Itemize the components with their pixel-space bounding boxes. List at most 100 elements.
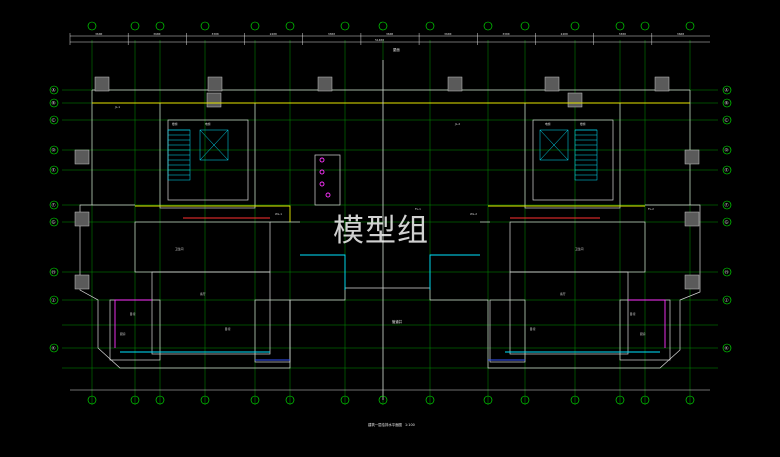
dim-text: 3600	[153, 32, 160, 36]
elevator-shaft	[539, 129, 569, 161]
column	[94, 76, 110, 92]
axis-bubble-top	[200, 21, 210, 31]
column	[74, 149, 90, 165]
axis-bubble-bottom	[378, 395, 388, 405]
labels: 卫生间厨房客厅卧室卧室卫生间厨房客厅卧室卧室电梯楼梯电梯楼梯JL-1WL-1FL…	[114, 105, 654, 336]
axis-bubble-bottom	[130, 395, 140, 405]
axis-bubble-left-label: Ⓕ	[52, 201, 56, 207]
axis-bubble-right	[722, 98, 732, 108]
dim-text: 3300	[211, 32, 218, 36]
axis-bubble-bottom	[425, 395, 435, 405]
scale-note: 1:100	[405, 423, 415, 427]
column	[447, 76, 463, 92]
total-dim-text: 51400	[375, 38, 384, 42]
axis-bubble-top	[285, 21, 295, 31]
axis-bubble-left	[49, 217, 59, 227]
axis-bubble-bottom	[250, 395, 260, 405]
elevator-diagonal	[539, 129, 569, 161]
column	[317, 76, 333, 92]
column	[74, 274, 90, 290]
axis-bubble-left-label: Ⓑ	[52, 99, 56, 105]
pipe-label: FL-1	[415, 207, 421, 211]
room-label: 客厅	[560, 292, 566, 296]
axis-bubble-bottom	[87, 395, 97, 405]
axis-bubble-right	[722, 115, 732, 125]
axis-bubble-left-label: Ⓙ	[52, 296, 56, 302]
room-label: 卧室	[530, 327, 536, 331]
axis-bubble-left-label: Ⓚ	[52, 344, 56, 350]
axis-bubble-left-label: Ⓐ	[52, 86, 56, 92]
dim-text: 3600	[95, 32, 102, 36]
riser-circle	[319, 181, 325, 187]
column	[207, 76, 223, 92]
axis-bubble-right-label: Ⓑ	[725, 99, 729, 105]
axis-bubble-right-label: Ⓚ	[725, 344, 729, 350]
top-label: 屋面	[393, 47, 400, 52]
axis-bubble-right-label: Ⓗ	[725, 268, 729, 274]
pipe-label: FL-2	[648, 207, 654, 211]
dim-text: 3600	[444, 32, 451, 36]
axis-bubble-right-label: Ⓐ	[725, 86, 729, 92]
axis-bubble-right	[722, 85, 732, 95]
axis-bubble-top	[250, 21, 260, 31]
room-label: 电梯	[545, 122, 551, 126]
axis-bubble-top	[425, 21, 435, 31]
pipe-label: WL-1	[275, 212, 282, 216]
axis-bubble-right	[722, 295, 732, 305]
axis-bubble-right	[722, 200, 732, 210]
axis-bubble-top	[520, 21, 530, 31]
pipe-label: JL-2	[454, 122, 460, 126]
axis-bubble-left	[49, 85, 59, 95]
axis-bubble-bottom	[155, 395, 165, 405]
pipe-line	[429, 254, 480, 290]
room-label: 楼梯	[580, 122, 586, 126]
axis-bubble-bottom	[615, 395, 625, 405]
axis-bubble-left	[49, 267, 59, 277]
column	[654, 76, 670, 92]
axis-bubble-right	[722, 165, 732, 175]
axis-bubble-top	[615, 21, 625, 31]
axis-bubble-left-label: Ⓗ	[52, 268, 56, 274]
axis-bubble-left	[49, 165, 59, 175]
axis-bubble-left	[49, 200, 59, 210]
axis-bubble-left	[49, 145, 59, 155]
column	[206, 92, 222, 108]
riser-circle	[325, 192, 331, 198]
axis-bubble-bottom	[285, 395, 295, 405]
room-label: 卫生间	[575, 247, 584, 251]
center-label: 管道井	[392, 319, 403, 324]
riser-circle	[319, 169, 325, 175]
axis-bubble-top	[87, 21, 97, 31]
axis-bubble-right-label: Ⓙ	[725, 296, 729, 302]
column	[567, 92, 583, 108]
axis-bubble-right-label: Ⓕ	[725, 201, 729, 207]
pipe-line	[628, 299, 666, 348]
room-label: 厨房	[120, 332, 126, 336]
axis-bubble-right	[722, 267, 732, 277]
pipe-label: JL-1	[114, 105, 120, 109]
axis-bubble-left-label: Ⓖ	[52, 218, 56, 224]
stair-blocks	[167, 129, 598, 181]
dim-text: 3600	[677, 32, 684, 36]
axis-bubble-right	[722, 217, 732, 227]
room-label: 卧室	[225, 327, 231, 331]
room-label: 电梯	[205, 122, 211, 126]
axis-bubble-bottom	[483, 395, 493, 405]
axis-bubble-left	[49, 115, 59, 125]
axis-bubble-right-label: Ⓒ	[725, 116, 729, 122]
pipe-line	[114, 299, 152, 348]
axis-bubble-top	[378, 21, 388, 31]
axis-bubble-top	[483, 21, 493, 31]
axis-bubble-left	[49, 343, 59, 353]
axis-bubble-bottom	[640, 395, 650, 405]
watermark-text: 模型组	[333, 213, 429, 249]
room-label: 楼梯	[172, 122, 178, 126]
column	[684, 149, 700, 165]
plan-title: 建筑一层给排水平面图	[368, 422, 403, 427]
axis-bubble-bottom	[570, 395, 580, 405]
elevator-diagonal	[199, 129, 229, 161]
riser-circle	[319, 157, 325, 163]
axis-bubble-right	[722, 343, 732, 353]
dim-text: 3300	[328, 32, 335, 36]
